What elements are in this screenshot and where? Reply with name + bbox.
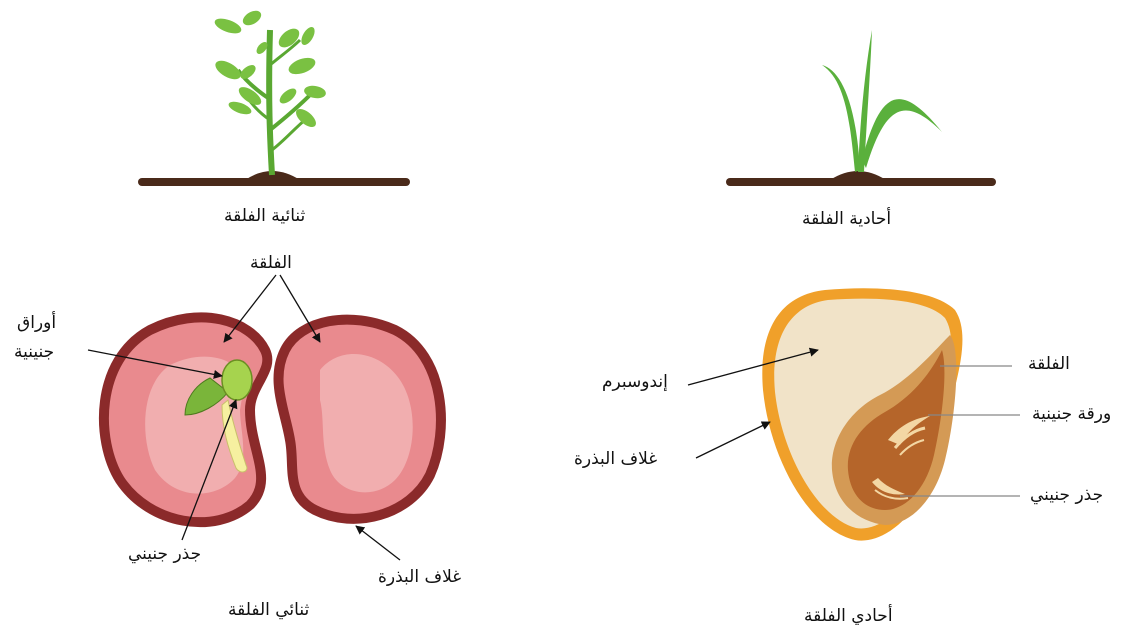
dicot-seed-coat-label: غلاف البذرة bbox=[378, 567, 461, 587]
monocot-plant-caption: أحادية الفلقة bbox=[802, 209, 891, 229]
monocot-leaf-3 bbox=[862, 99, 942, 168]
dicot-seed-caption: ثنائي الفلقة bbox=[228, 600, 309, 620]
dicot-cotyledon-label: الفلقة bbox=[250, 253, 292, 273]
dicot-seed-illustration bbox=[104, 317, 441, 522]
dicot-plant-illustration bbox=[138, 8, 410, 186]
dicot-stem bbox=[269, 30, 272, 175]
monocot-seed-coat-label: غلاف البذرة bbox=[574, 449, 657, 469]
dicot-embryonic-leaves-label-line1: أوراق bbox=[17, 313, 56, 333]
monocot-radicle-label: جذر جنيني bbox=[1030, 485, 1103, 505]
monocot-plant-illustration bbox=[726, 30, 996, 186]
dicot-radicle-label: جذر جنيني bbox=[128, 544, 201, 564]
dicot-embryonic-leaves-label-line2: جنينية bbox=[14, 342, 54, 362]
monocot-leaf-1 bbox=[822, 65, 860, 172]
monocot-seed-caption: أحادي الفلقة bbox=[804, 606, 893, 626]
monocot-cotyledon-label: الفلقة bbox=[1028, 354, 1070, 374]
monocot-soil-mound bbox=[830, 171, 886, 180]
dicot-plumule bbox=[222, 360, 252, 400]
dicot-plant-caption: ثنائية الفلقة bbox=[224, 206, 305, 226]
monocot-endosperm-label: إندوسبرم bbox=[602, 372, 668, 392]
monocot-embryonic-leaf-label: ورقة جنينية bbox=[1032, 404, 1111, 424]
